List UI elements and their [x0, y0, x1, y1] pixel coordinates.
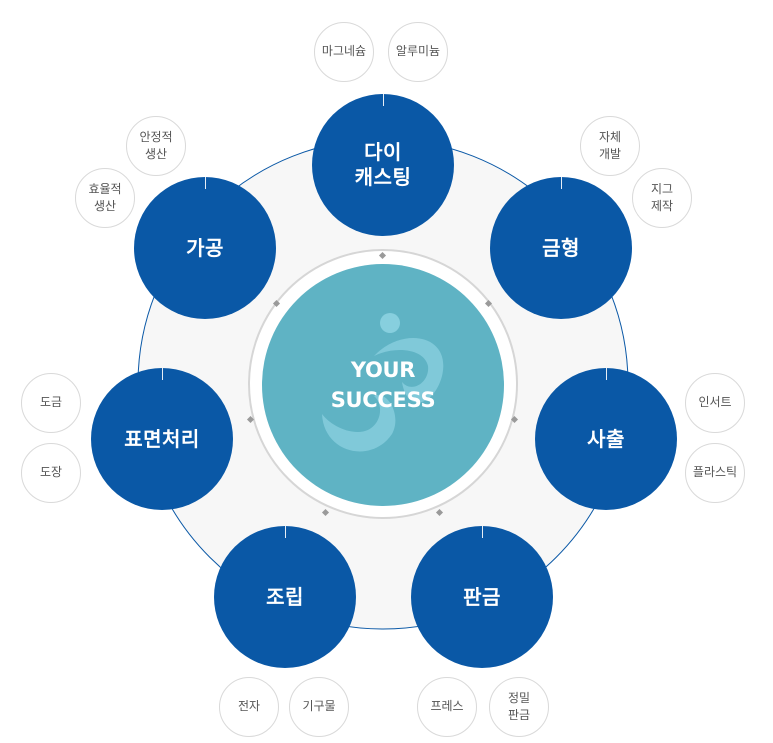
node-sheet-metal[interactable]: 판금 [411, 526, 553, 668]
node-machining[interactable]: 가공 [134, 177, 276, 319]
tag-precision-sheet-metal: 정밀 판금 [489, 677, 549, 737]
node-injection[interactable]: 사출 [535, 368, 677, 510]
tag-stable-production: 안정적 생산 [126, 116, 186, 176]
node-surface-treatment[interactable]: 표면처리 [91, 368, 233, 510]
tag-jig-production: 지그 제작 [632, 168, 692, 228]
node-assembly[interactable]: 조립 [214, 526, 356, 668]
logo-mark-icon [322, 313, 444, 452]
tag-mechanical-parts: 기구물 [289, 677, 349, 737]
tag-plastic: 플라스틱 [685, 443, 745, 503]
tag-in-house-development: 자체 개발 [580, 116, 640, 176]
inner-ring-dots [246, 251, 519, 517]
tag-painting: 도장 [21, 443, 81, 503]
center-circle: YOUR SUCCESS [262, 264, 504, 506]
tag-insert: 인서트 [685, 373, 745, 433]
node-die-casting[interactable]: 다이 캐스팅 [312, 94, 454, 236]
center-title: YOUR SUCCESS [330, 357, 436, 412]
tag-plating: 도금 [21, 373, 81, 433]
tag-efficient-production: 효율적 생산 [75, 168, 135, 228]
tag-aluminum: 알루미늄 [388, 22, 448, 82]
node-mold[interactable]: 금형 [490, 177, 632, 319]
tag-electronics: 전자 [219, 677, 279, 737]
tag-press: 프레스 [417, 677, 477, 737]
tag-magnesium: 마그네슘 [314, 22, 374, 82]
